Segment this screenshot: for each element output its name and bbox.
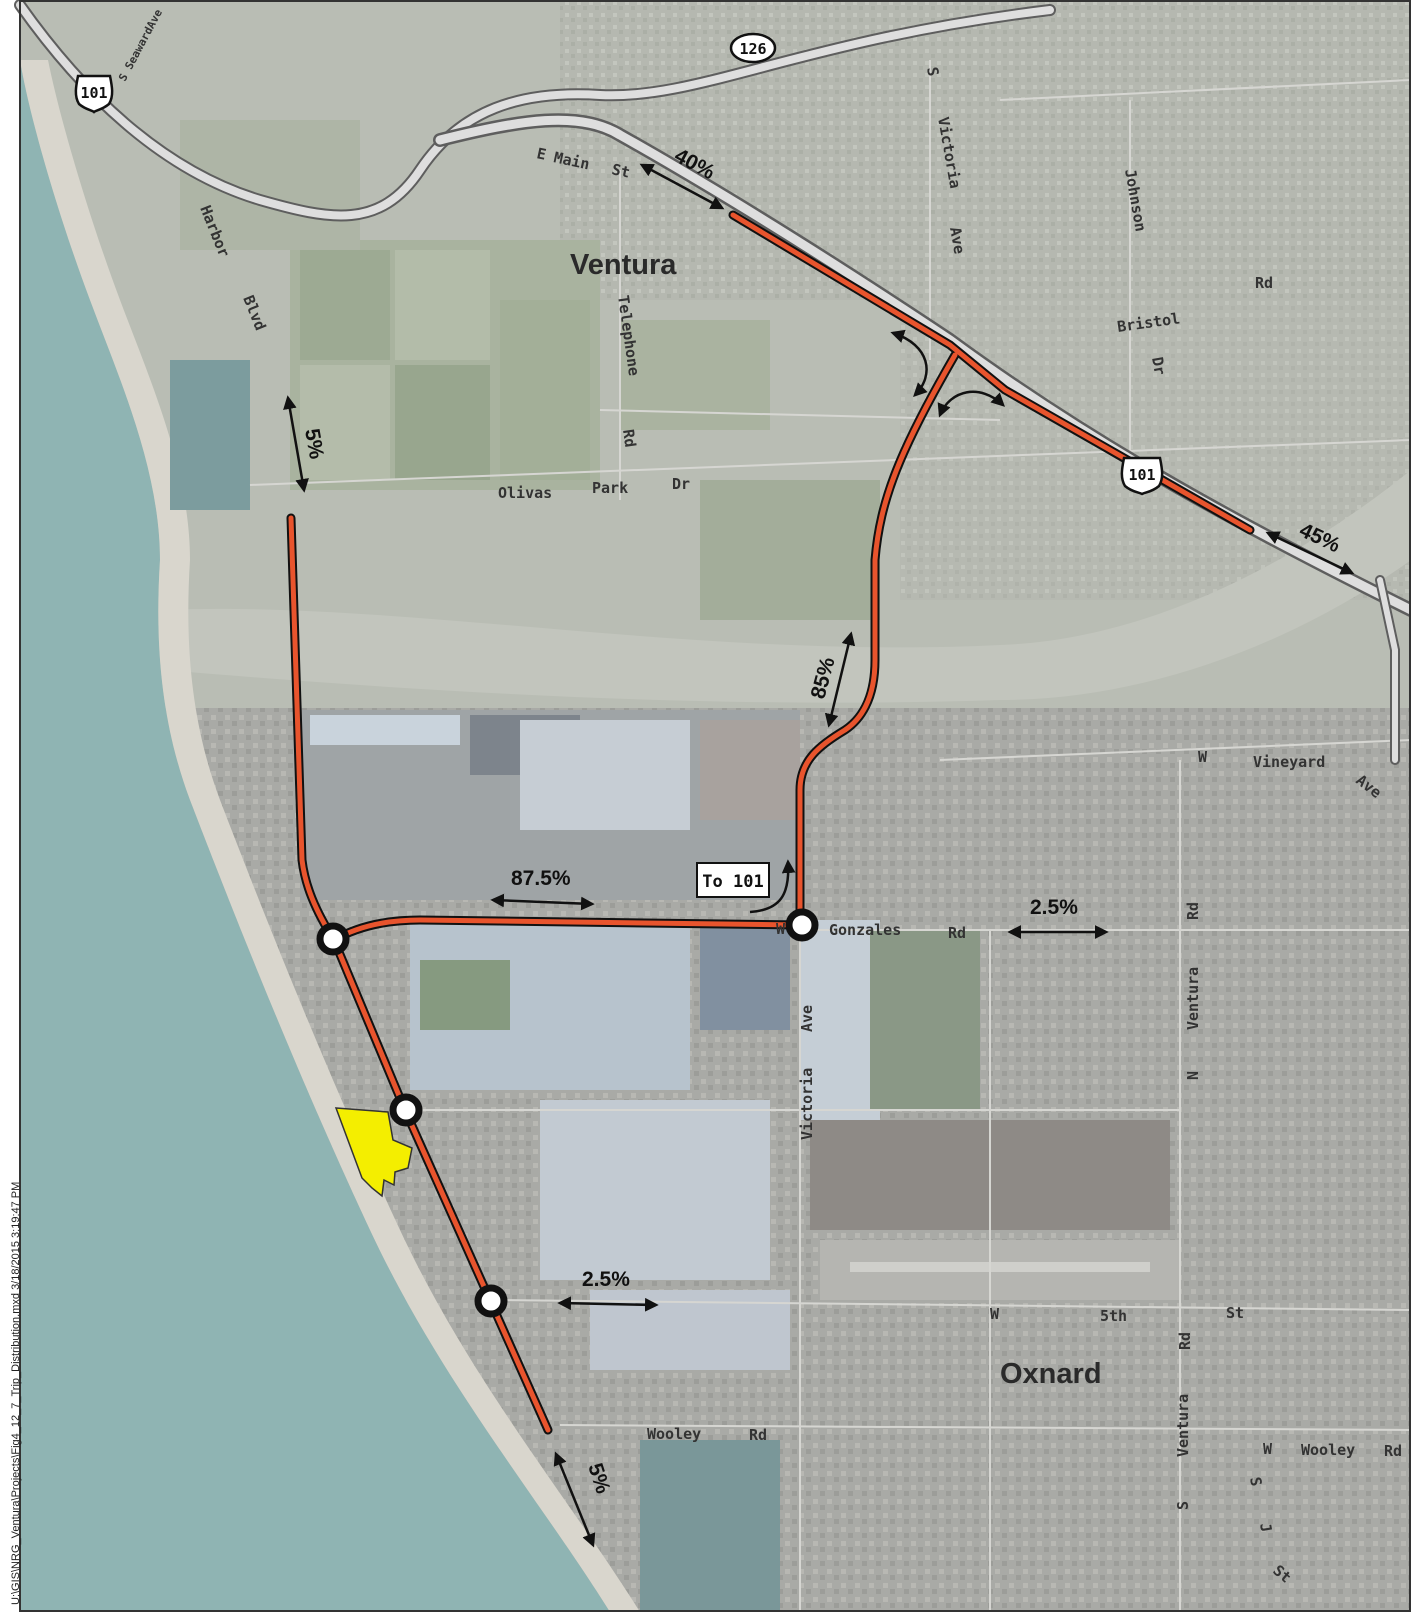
street-label: Rd xyxy=(749,1426,767,1444)
project-site xyxy=(334,1107,413,1198)
street-label: Rd xyxy=(1255,274,1273,292)
street-label: Gonzales xyxy=(829,921,901,939)
file-path-text: U:\GIS\NRG_Ventura\Projects\Fig4_12_7_Tr… xyxy=(10,1181,22,1605)
ocean xyxy=(20,0,610,1612)
street-label: Dr xyxy=(672,475,690,493)
intersection-marker xyxy=(389,1093,423,1127)
street-label: W xyxy=(1198,748,1208,766)
northern-farmland xyxy=(180,120,880,620)
distribution-arrows xyxy=(283,163,1355,1548)
street-label: St xyxy=(610,160,631,181)
intersection-marker xyxy=(474,1284,508,1318)
sr126-shield: 126 xyxy=(729,32,777,64)
to101-label: To 101 xyxy=(702,872,763,892)
intersection-marker xyxy=(316,922,350,956)
shield-label: 101 xyxy=(1128,466,1155,484)
street-label: 5th xyxy=(1100,1307,1127,1325)
street-label: Ventura xyxy=(1174,1394,1192,1457)
street-label: Rd xyxy=(1176,1332,1194,1350)
street-label: S xyxy=(1246,1476,1265,1488)
shield-label: 101 xyxy=(80,84,107,102)
map-frame xyxy=(19,0,1411,1612)
file-path-caption: U:\GIS\NRG_Ventura\Projects\Fig4_12_7_Tr… xyxy=(2,1100,22,1610)
pct-fifth-east: 2.5% xyxy=(582,1268,630,1291)
city-label-ventura: Ventura xyxy=(570,249,677,281)
pct-gonzales-east: 2.5% xyxy=(1030,896,1078,919)
street-label: Wooley xyxy=(647,1425,701,1443)
street-label: S xyxy=(923,66,942,78)
basemap xyxy=(14,0,1411,1612)
street-label: Ventura xyxy=(1184,967,1202,1030)
city-label-oxnard: Oxnard xyxy=(1000,1358,1102,1390)
pct-gonzales-west: 87.5% xyxy=(511,867,571,890)
street-label: Rd xyxy=(1384,1442,1402,1460)
street-label: Rd xyxy=(619,428,639,448)
us101-shield-south: 101 xyxy=(1120,456,1164,496)
street-label: Victoria xyxy=(798,1068,816,1140)
street-label: W xyxy=(1263,1440,1273,1458)
street-label: J xyxy=(1256,1522,1275,1534)
street-label: Dr xyxy=(1148,356,1169,377)
beach xyxy=(20,60,640,1612)
routes xyxy=(286,210,1255,1435)
street-label: Olivas xyxy=(498,484,552,502)
street-label: Wooley xyxy=(1301,1441,1355,1459)
to101-callout: To 101 xyxy=(696,862,770,898)
street-label: W xyxy=(990,1305,1000,1323)
street-label: Rd xyxy=(1184,902,1202,920)
intersection-marker xyxy=(785,908,819,942)
street-label: N xyxy=(1184,1071,1202,1080)
street-label: Ave xyxy=(946,226,968,256)
pct-harbor-north: 5% xyxy=(300,427,328,461)
street-label: Park xyxy=(592,479,628,497)
shield-label: 126 xyxy=(739,40,766,58)
us101-shield-north: 101 xyxy=(74,74,114,114)
street-label: Ave xyxy=(798,1005,816,1032)
study-intersections xyxy=(316,908,819,1318)
street-label: Rd xyxy=(948,924,966,942)
street-label: Vineyard xyxy=(1253,753,1325,771)
street-label: S xyxy=(1174,1501,1192,1510)
street-label: W xyxy=(776,920,786,938)
street-label: St xyxy=(1226,1304,1244,1322)
street-label: E xyxy=(535,144,548,163)
